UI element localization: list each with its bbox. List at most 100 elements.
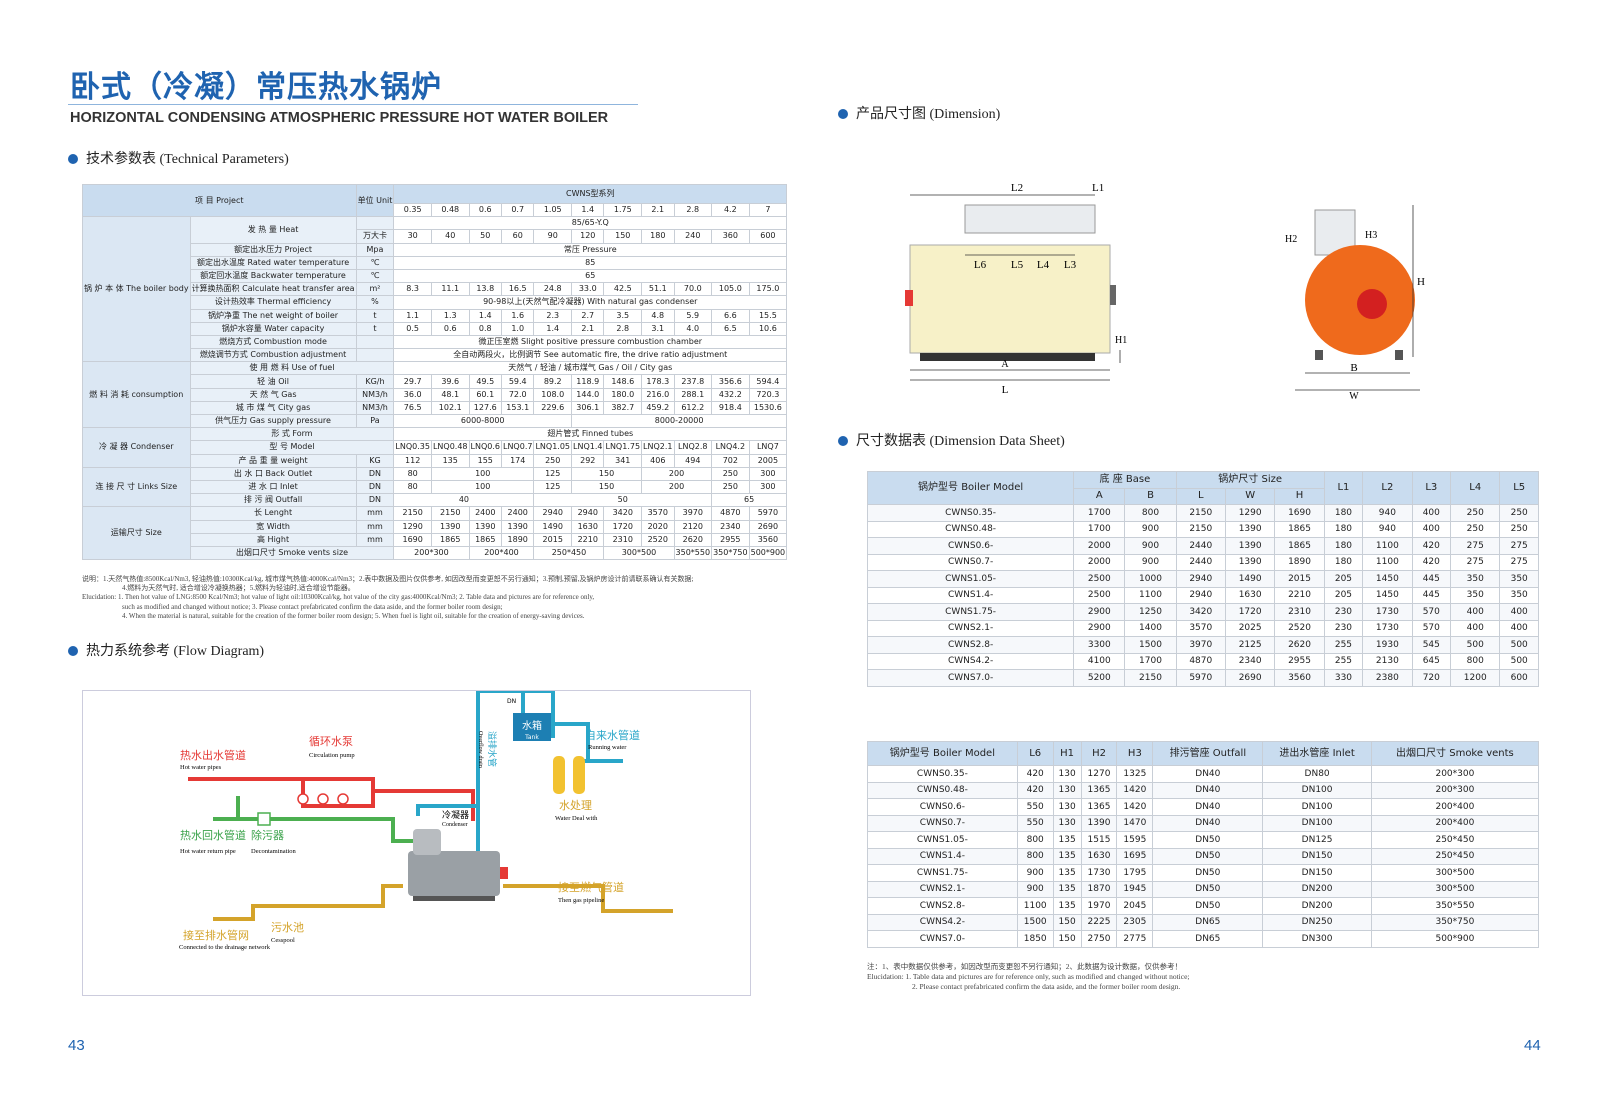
table-cell: 135: [1052, 880, 1082, 898]
table-cell: 1390: [1080, 814, 1118, 832]
table-cell: 306.1: [571, 400, 605, 416]
table-cell: 1.4: [571, 202, 605, 218]
table-cell: 0.35: [393, 202, 432, 218]
table-cell: 360: [711, 229, 750, 244]
table-cell: DN40: [1152, 814, 1264, 832]
table-cell: Pa: [355, 413, 395, 429]
table-cell: 3300: [1073, 636, 1126, 654]
table-cell: 1730: [1362, 619, 1413, 637]
table-cell: 2120: [673, 519, 713, 534]
table-cell: 1500: [1016, 913, 1054, 931]
table-cell: 万大卡: [355, 229, 395, 244]
table-cell: H1: [1052, 741, 1082, 766]
table-cell: 常压 Pressure: [393, 242, 788, 257]
table-cell: 2150: [1124, 669, 1177, 687]
table-cell: 0.6: [430, 321, 470, 336]
table-cell: 300: [748, 479, 788, 495]
table-cell: 400: [1411, 504, 1452, 522]
table-cell: 0.6: [468, 202, 502, 218]
table-cell: 406: [641, 453, 675, 468]
table-cell: 240: [673, 229, 713, 244]
table-cell: t: [355, 321, 395, 336]
boiler-front-view: [1295, 205, 1420, 391]
table-cell: 127.6: [468, 400, 502, 416]
table-cell: 255: [1323, 636, 1364, 654]
table-cell: 2.8: [603, 321, 643, 336]
table-cell: 600: [1499, 669, 1539, 687]
table-cell: 800: [1016, 831, 1054, 849]
table-cell: 1365: [1080, 798, 1118, 816]
note-line: 2. Please contact prefabricated confirm …: [912, 982, 1181, 991]
table-cell: CWNS2.1-: [867, 880, 1018, 898]
table-cell: 150: [571, 466, 643, 481]
table-cell: DN65: [1152, 930, 1264, 948]
table-cell: DN300: [1262, 930, 1372, 948]
treat-label: 水处理: [559, 799, 592, 812]
table-cell: L: [1175, 487, 1226, 505]
table-cell: 1.1: [393, 308, 432, 323]
table-cell: 135: [1052, 897, 1082, 915]
table-cell: 2690: [748, 519, 788, 534]
table-cell: 2045: [1116, 897, 1154, 915]
note-line: 4.燃料为天然气时, 适合增设冷凝换热器；5.燃料为轻油时,适合增设节能器。: [122, 584, 355, 593]
table-cell: 2500: [1073, 570, 1126, 588]
table-cell: 3560: [748, 532, 788, 547]
table-cell: 锅炉净重 The net weight of boiler: [189, 308, 357, 323]
table-cell: 150: [1052, 913, 1082, 931]
dim-label-H3: H3: [1365, 230, 1377, 241]
table-cell: DN50: [1152, 847, 1264, 865]
table-cell: 2340: [711, 519, 750, 534]
gas-pipe: [503, 884, 673, 913]
table-cell: 燃烧方式 Combustion mode: [189, 334, 357, 350]
table-cell: 2400: [500, 506, 535, 521]
section-dimsheet-heading: 尺寸数据表 (Dimension Data Sheet): [838, 430, 1065, 450]
dim-label-L6: L6: [974, 259, 987, 271]
table-cell: 250*450: [1370, 831, 1540, 849]
table-cell: DN50: [1152, 864, 1264, 882]
table-cell: 1890: [500, 532, 535, 547]
table-cell: 8.3: [393, 282, 432, 297]
hot-water-pipe: [188, 777, 475, 821]
table-cell: 205: [1323, 586, 1364, 604]
drain-pipe: [213, 884, 403, 921]
condenser-label-en: Condenser: [442, 822, 468, 828]
tank-dn-label: DN: [507, 698, 516, 705]
table-cell: LNQ0.6: [468, 440, 502, 455]
table-cell: 1100: [1362, 537, 1413, 555]
table-cell: 2520: [641, 532, 675, 547]
table-cell: Mpa: [355, 242, 395, 257]
table-cell: L2: [1362, 471, 1413, 505]
table-cell: DN: [355, 479, 395, 495]
tap-label: 自来水管道: [585, 728, 640, 742]
table-cell: CWNS4.2-: [866, 652, 1075, 670]
table-cell: 2000: [1073, 537, 1126, 555]
table-cell: 底 座 Base: [1073, 471, 1177, 489]
table-cell: 2150: [1175, 520, 1226, 538]
table-cell: 350*750: [1370, 913, 1540, 931]
tap-label-en: Running water: [588, 744, 627, 751]
pump-label-en: Circulation pump: [309, 752, 355, 759]
table-cell: 发 热 量 Heat: [189, 216, 357, 244]
table-cell: 0.5: [393, 321, 432, 336]
table-cell: 445: [1411, 586, 1452, 604]
table-cell: 130: [1052, 765, 1082, 783]
table-cell: LNQ0.35: [393, 440, 432, 455]
note-line: Elucidation: 1. Table data and pictures …: [867, 972, 1190, 981]
table-cell: 570: [1411, 603, 1452, 621]
dim-label-L5: L5: [1011, 259, 1024, 271]
table-cell: 2025: [1224, 619, 1276, 637]
table-cell: 1290: [1224, 504, 1276, 522]
table-cell: 918.4: [711, 400, 750, 416]
table-cell: 550: [1016, 798, 1054, 816]
table-cell: 800: [1124, 504, 1177, 522]
table-cell: DN40: [1152, 798, 1264, 816]
table-cell: 1865: [1274, 537, 1325, 555]
burner: [500, 867, 508, 879]
table-cell: 1700: [1073, 504, 1126, 522]
dim-label-L4: L4: [1037, 259, 1050, 271]
table-cell: 2440: [1175, 537, 1226, 555]
